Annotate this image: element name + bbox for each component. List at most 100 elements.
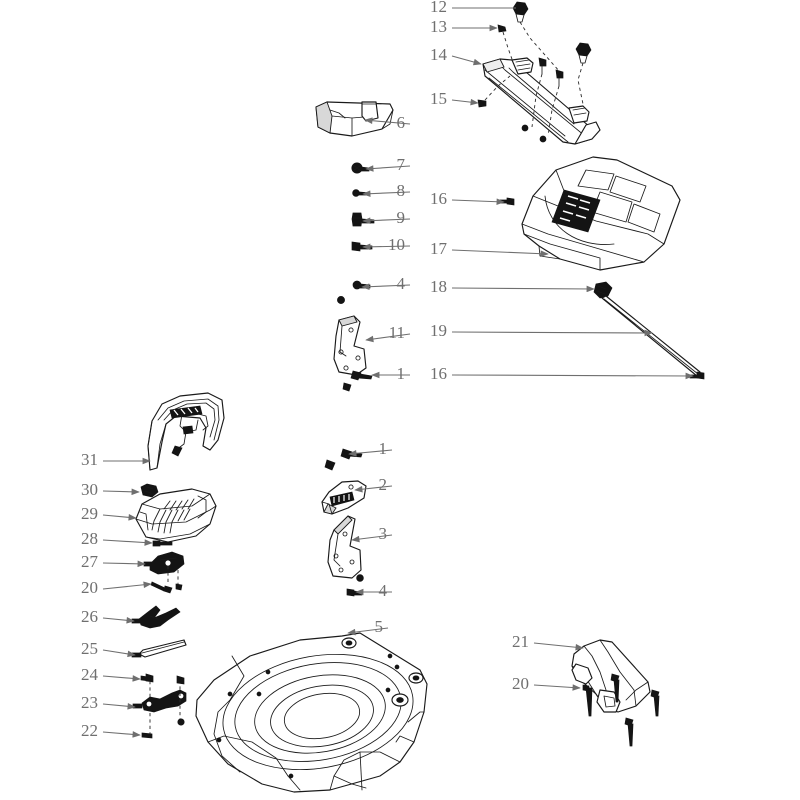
callout-21[interactable]: 21 bbox=[512, 632, 584, 651]
callout-number: 25 bbox=[81, 639, 98, 658]
part-12-knob-large-second bbox=[575, 42, 592, 105]
callout-lead-line bbox=[365, 333, 411, 343]
callout-number: 17 bbox=[430, 239, 448, 258]
callout-16[interactable]: 16 bbox=[430, 364, 694, 383]
callout-4[interactable]: 4 bbox=[355, 581, 392, 600]
fastener-dot bbox=[521, 124, 529, 132]
part-4-bolt-lower bbox=[346, 574, 364, 597]
callout-10[interactable]: 10 bbox=[362, 235, 411, 254]
part-3-bracket-plate bbox=[327, 515, 362, 579]
deck-boss-group bbox=[341, 637, 424, 707]
callout-number: 16 bbox=[430, 189, 447, 208]
callout-number: 12 bbox=[430, 0, 447, 16]
callout-number: 4 bbox=[379, 581, 388, 600]
callout-lead-line bbox=[451, 198, 505, 206]
callout-4[interactable]: 4 bbox=[361, 274, 411, 293]
callout-28[interactable]: 28 bbox=[81, 529, 153, 548]
callout-3[interactable]: 3 bbox=[351, 524, 393, 543]
callout-lead-line bbox=[362, 243, 411, 251]
callout-lead-line bbox=[361, 283, 411, 290]
callout-lead-line bbox=[102, 560, 146, 568]
callout-12[interactable]: 12 bbox=[430, 0, 516, 16]
callout-number: 10 bbox=[388, 235, 405, 254]
part-20-screw-deflector-group bbox=[582, 673, 660, 747]
callout-31[interactable]: 31 bbox=[81, 450, 151, 469]
callout-29[interactable]: 29 bbox=[81, 504, 137, 523]
callout-lead-line bbox=[102, 617, 135, 624]
callout-22[interactable]: 22 bbox=[81, 721, 141, 740]
callout-14[interactable]: 14 bbox=[430, 45, 482, 66]
fastener-dot bbox=[356, 574, 364, 582]
fastener-dot bbox=[539, 135, 547, 143]
callout-lead-line bbox=[102, 514, 137, 521]
callout-1[interactable]: 1 bbox=[371, 364, 410, 383]
callout-number: 27 bbox=[81, 552, 99, 571]
callout-20[interactable]: 20 bbox=[81, 578, 152, 597]
callout-25[interactable]: 25 bbox=[81, 639, 136, 658]
callout-lead-line bbox=[533, 684, 581, 691]
part-14-handle-bar-assembly bbox=[482, 57, 601, 145]
callout-2[interactable]: 2 bbox=[354, 475, 393, 494]
callout-15[interactable]: 15 bbox=[430, 89, 479, 108]
callout-number: 2 bbox=[379, 475, 388, 494]
part-13-fasteners-group bbox=[531, 57, 564, 137]
callout-number: 15 bbox=[430, 89, 447, 108]
part-5-mower-deck bbox=[195, 632, 428, 793]
fastener-dot-group bbox=[342, 382, 352, 392]
callout-number: 20 bbox=[512, 674, 529, 693]
part-12-knob-large bbox=[512, 1, 561, 73]
part-6-chute-deflector bbox=[315, 101, 394, 137]
part-21-rear-deflector bbox=[571, 639, 651, 713]
callout-7[interactable]: 7 bbox=[365, 155, 411, 174]
callout-number: 23 bbox=[81, 693, 98, 712]
callout-6[interactable]: 6 bbox=[364, 113, 411, 132]
callout-16[interactable]: 16 bbox=[430, 189, 505, 208]
callout-lead-line bbox=[362, 217, 411, 224]
part-28-bolt-cover bbox=[152, 540, 173, 547]
callout-number: 24 bbox=[81, 665, 99, 684]
callout-number: 6 bbox=[397, 113, 406, 132]
callout-11[interactable]: 11 bbox=[365, 323, 411, 343]
callout-lead-line bbox=[451, 285, 595, 293]
callout-19[interactable]: 19 bbox=[430, 321, 653, 340]
callout-number: 21 bbox=[512, 632, 529, 651]
callout-24[interactable]: 24 bbox=[81, 665, 141, 684]
callout-lead-line bbox=[451, 98, 479, 106]
callout-lead-line bbox=[451, 249, 549, 257]
callout-17[interactable]: 17 bbox=[430, 239, 549, 258]
part-25-rod-link bbox=[131, 639, 187, 658]
callout-23[interactable]: 23 bbox=[81, 693, 136, 712]
callout-number: 14 bbox=[430, 45, 448, 64]
callout-18[interactable]: 18 bbox=[430, 277, 595, 296]
part-1-screw-upper bbox=[350, 370, 373, 381]
callout-9[interactable]: 9 bbox=[362, 208, 411, 227]
callout-number: 30 bbox=[81, 480, 98, 499]
callout-number: 3 bbox=[379, 524, 388, 543]
callout-number: 13 bbox=[430, 17, 447, 36]
callout-27[interactable]: 27 bbox=[81, 552, 146, 571]
callout-30[interactable]: 30 bbox=[81, 480, 140, 499]
part-17-rear-cover bbox=[521, 156, 681, 271]
callout-13[interactable]: 13 bbox=[430, 17, 498, 36]
part-13-bolt-long bbox=[497, 24, 514, 63]
callout-number: 9 bbox=[397, 208, 406, 227]
cover-label-plate bbox=[551, 189, 601, 233]
callout-number: 22 bbox=[81, 721, 98, 740]
callout-8[interactable]: 8 bbox=[362, 181, 411, 200]
callout-lead-line bbox=[102, 675, 141, 682]
callout-1[interactable]: 1 bbox=[348, 439, 393, 458]
callout-number: 19 bbox=[430, 321, 447, 340]
callout-20[interactable]: 20 bbox=[512, 674, 581, 693]
callout-lead-line bbox=[533, 642, 584, 651]
callout-lead-line bbox=[451, 55, 482, 66]
callout-lead-line bbox=[102, 649, 136, 658]
part-29-engine-cover bbox=[135, 488, 217, 543]
callout-lead-line bbox=[362, 190, 411, 197]
callout-26[interactable]: 26 bbox=[81, 607, 135, 626]
callout-layer: 1213141567891041111617181916313029282720… bbox=[81, 0, 694, 740]
callout-5[interactable]: 5 bbox=[347, 617, 389, 636]
part-26-cable-clamp bbox=[131, 605, 181, 629]
callout-number: 26 bbox=[81, 607, 98, 626]
